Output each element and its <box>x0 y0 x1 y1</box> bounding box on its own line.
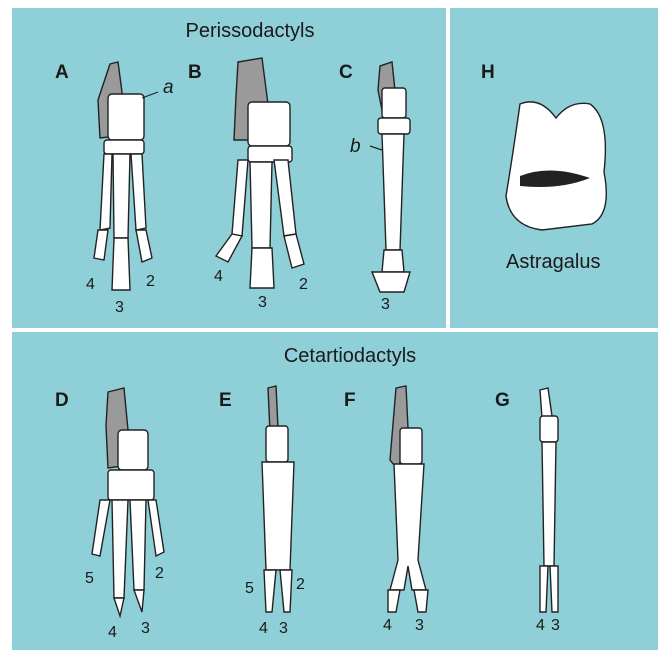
digit-label: 4 <box>108 624 117 642</box>
label-b: b <box>350 136 361 158</box>
digit-label: 3 <box>551 617 560 635</box>
figure-e-foot-skeleton <box>262 386 294 612</box>
digit-label: 4 <box>214 268 223 286</box>
cetartiodactyls-title: Cetartiodactyls <box>250 345 450 368</box>
digit-label: 3 <box>381 296 390 314</box>
figure-b-foot-skeleton <box>216 58 304 288</box>
figure-f-letter: F <box>344 390 356 412</box>
digit-label: 3 <box>279 620 288 638</box>
figure-d-foot-skeleton <box>92 388 164 616</box>
digit-label: 3 <box>415 617 424 635</box>
digit-label: 3 <box>115 299 124 317</box>
figure-g-letter: G <box>495 390 510 412</box>
digit-label: 5 <box>85 570 94 588</box>
figure-h-letter: H <box>481 62 495 84</box>
figure-h-astragalus-bone <box>506 102 606 230</box>
digit-label: 2 <box>296 576 305 594</box>
digit-label: 4 <box>383 617 392 635</box>
perissodactyls-title: Perissodactyls <box>150 20 350 43</box>
figure-g-foot-skeleton <box>540 388 558 612</box>
digit-label: 3 <box>141 620 150 638</box>
digit-label: 2 <box>155 565 164 583</box>
digit-label: 4 <box>259 620 268 638</box>
figure-c-foot-skeleton <box>370 62 410 292</box>
figure-e-letter: E <box>219 390 232 412</box>
label-a: a <box>163 77 174 99</box>
figure-c-letter: C <box>339 62 353 84</box>
digit-label: 2 <box>299 276 308 294</box>
astragalus-caption: Astragalus <box>506 251 601 274</box>
digit-label: 4 <box>536 617 545 635</box>
figure-a-foot-skeleton <box>94 62 158 290</box>
figure-d-letter: D <box>55 390 69 412</box>
digit-label: 4 <box>86 276 95 294</box>
figure-a-letter: A <box>55 62 69 84</box>
digit-label: 3 <box>258 294 267 312</box>
figure-b-letter: B <box>188 62 202 84</box>
figure-f-foot-skeleton <box>388 386 428 612</box>
digit-label: 2 <box>146 273 155 291</box>
digit-label: 5 <box>245 580 254 598</box>
